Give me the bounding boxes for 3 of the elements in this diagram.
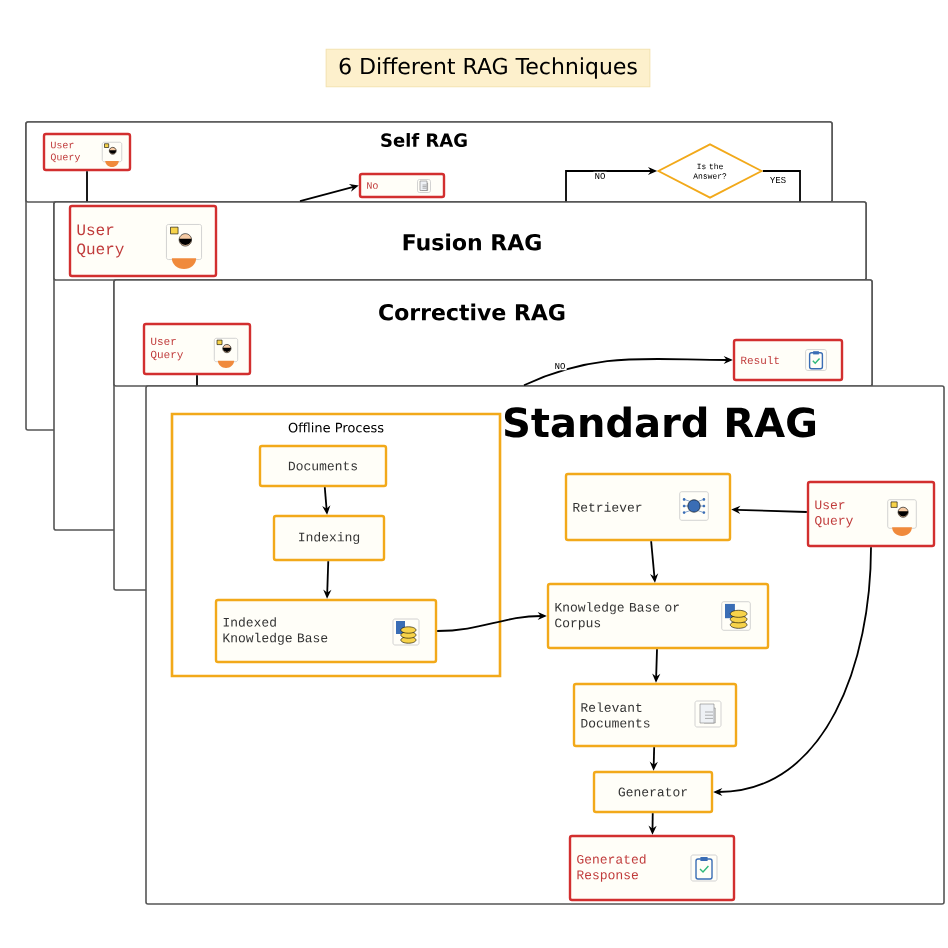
arrow <box>762 170 801 203</box>
title-box: 6 Different RAG Techniques <box>325 48 651 88</box>
process-box: User Query <box>68 204 218 278</box>
